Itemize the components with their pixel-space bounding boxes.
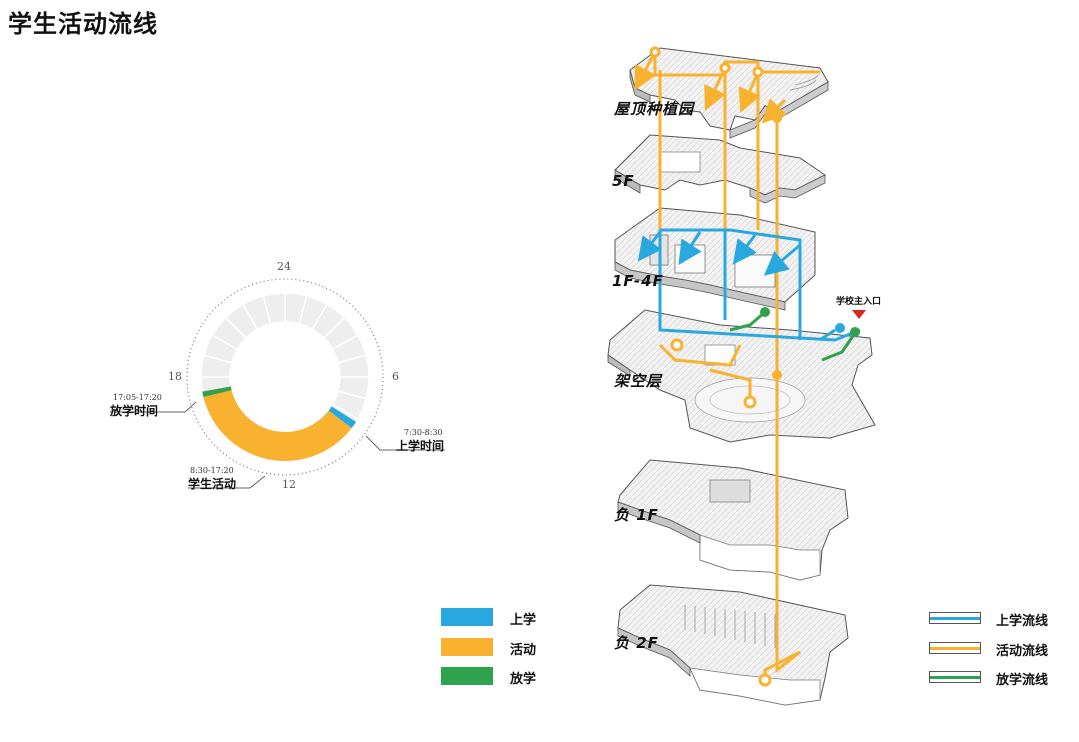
activity-nodes xyxy=(649,46,772,687)
floor-label-piloti: 架空层 xyxy=(614,372,663,390)
activity-node-roof xyxy=(772,113,782,123)
arrive-flow xyxy=(637,228,861,342)
leave-node-1 xyxy=(760,307,770,317)
leave-flow xyxy=(729,310,857,362)
legend-line-label-activity: 活动流线 xyxy=(996,644,1049,659)
activity-flow xyxy=(634,51,820,680)
arrive-label: 上学时间 xyxy=(396,439,445,453)
floor-label-5f: 5F xyxy=(612,172,635,190)
floor-label-1f-4f: 1F-4F xyxy=(612,272,664,290)
floor-label-roof: 屋顶种植园 xyxy=(614,100,695,118)
legend-label-activity: 活动 xyxy=(510,643,537,658)
clock-dotted-ring xyxy=(186,278,384,476)
legend-line-arrive xyxy=(929,612,981,624)
legend-line-leave xyxy=(929,671,981,683)
arrive-time: 7:30-8:30 xyxy=(404,428,443,437)
legend-line-label-leave: 放学流线 xyxy=(996,673,1049,688)
legend-line-activity xyxy=(929,642,981,654)
floor-b2 xyxy=(617,584,849,706)
entrance-marker-icon xyxy=(852,310,866,319)
legend-swatch-arrive xyxy=(441,608,493,626)
donut-segment-arrive xyxy=(328,406,357,429)
floor-b1 xyxy=(617,459,849,581)
clock-donut xyxy=(186,278,384,476)
activity-label: 学生活动 xyxy=(188,477,237,491)
page-title: 学生活动流线 xyxy=(8,10,158,38)
clock-tick-6: 6 xyxy=(392,370,399,383)
floor-5f xyxy=(614,134,826,204)
legend-label-leave: 放学 xyxy=(510,672,537,687)
legend-swatch-activity xyxy=(441,638,493,656)
leave-node-2 xyxy=(850,327,860,337)
arrive-node xyxy=(835,323,845,333)
entrance-label: 学校主入口 xyxy=(836,297,882,307)
clock-tick-12: 12 xyxy=(282,478,296,491)
legend-label-arrive: 上学 xyxy=(510,613,537,628)
floor-label-b1: 负 1F xyxy=(614,506,659,524)
clock-tick-18: 18 xyxy=(168,370,182,383)
callout-lines xyxy=(110,401,445,489)
activity-time: 8:30-17:20 xyxy=(190,466,234,475)
leave-label: 放学时间 xyxy=(110,404,159,418)
leave-time: 17:05-17:20 xyxy=(113,393,162,402)
donut-segment-leave xyxy=(202,386,232,397)
donut-segment-activity xyxy=(202,386,352,461)
building-axonometric xyxy=(607,46,876,706)
donut-hour-cell xyxy=(262,292,286,325)
activity-node-piloti xyxy=(772,370,782,380)
clock-tick-24: 24 xyxy=(277,260,291,273)
legend-swatch-leave xyxy=(441,667,493,685)
legend-line-label-arrive: 上学流线 xyxy=(996,614,1049,629)
floor-label-b2: 负 2F xyxy=(614,634,659,652)
donut-segments xyxy=(200,292,370,462)
